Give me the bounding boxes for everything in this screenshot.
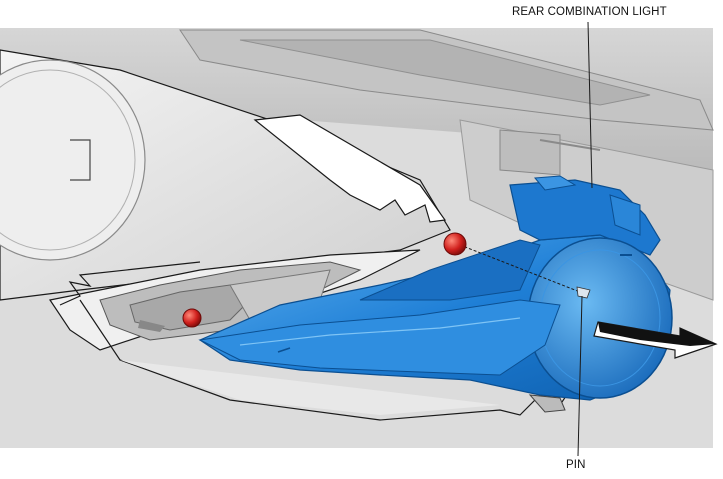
lower-body-panel <box>49 249 571 421</box>
red-retainer-lower <box>182 308 202 328</box>
rear-combination-light-label: REAR COMBINATION LIGHT <box>512 6 667 18</box>
pin-label: PIN <box>566 459 586 471</box>
red-retainer-upper <box>443 232 467 256</box>
pin-guide <box>454 242 591 299</box>
leader-lines <box>577 21 593 457</box>
body-side-panel <box>0 49 451 301</box>
arrow-right-icon <box>593 321 718 359</box>
